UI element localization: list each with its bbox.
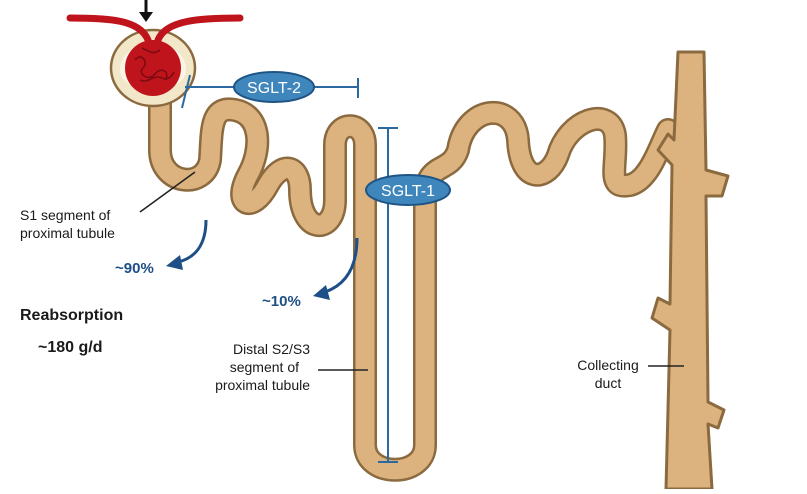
down-arrow-icon: [139, 0, 153, 22]
percent-90: ~90%: [115, 260, 154, 277]
reabsorption-value: ~180 g/d: [38, 339, 102, 356]
reabsorption-title: Reabsorption: [20, 307, 123, 324]
arrow-90-percent: [166, 220, 206, 270]
collecting-label-line1: Collecting: [577, 357, 638, 373]
distal-label-line1: Distal S2/S3: [233, 341, 310, 357]
sglt1-label: SGLT-1: [381, 183, 435, 200]
distal-label-line2: segment of: [230, 359, 299, 375]
glomerulus-tuft: [125, 40, 181, 96]
distal-label-line3: proximal tubule: [215, 377, 310, 393]
s1-label-line1: S1 segment of: [20, 207, 110, 223]
percent-10: ~10%: [262, 293, 301, 310]
sglt2-badge: SGLT-2: [234, 72, 314, 102]
tubule: [160, 95, 668, 470]
arrow-10-percent: [313, 238, 357, 300]
collecting-label-line2: duct: [595, 375, 622, 391]
glomerulus-group: [70, 18, 240, 106]
tubule-outline: [160, 95, 668, 470]
s1-label-line2: proximal tubule: [20, 225, 115, 241]
collecting-duct-outline: [652, 52, 728, 489]
sglt2-label: SGLT-2: [247, 80, 301, 97]
collecting-duct: [652, 52, 728, 489]
sglt1-badge: SGLT-1: [366, 175, 450, 205]
